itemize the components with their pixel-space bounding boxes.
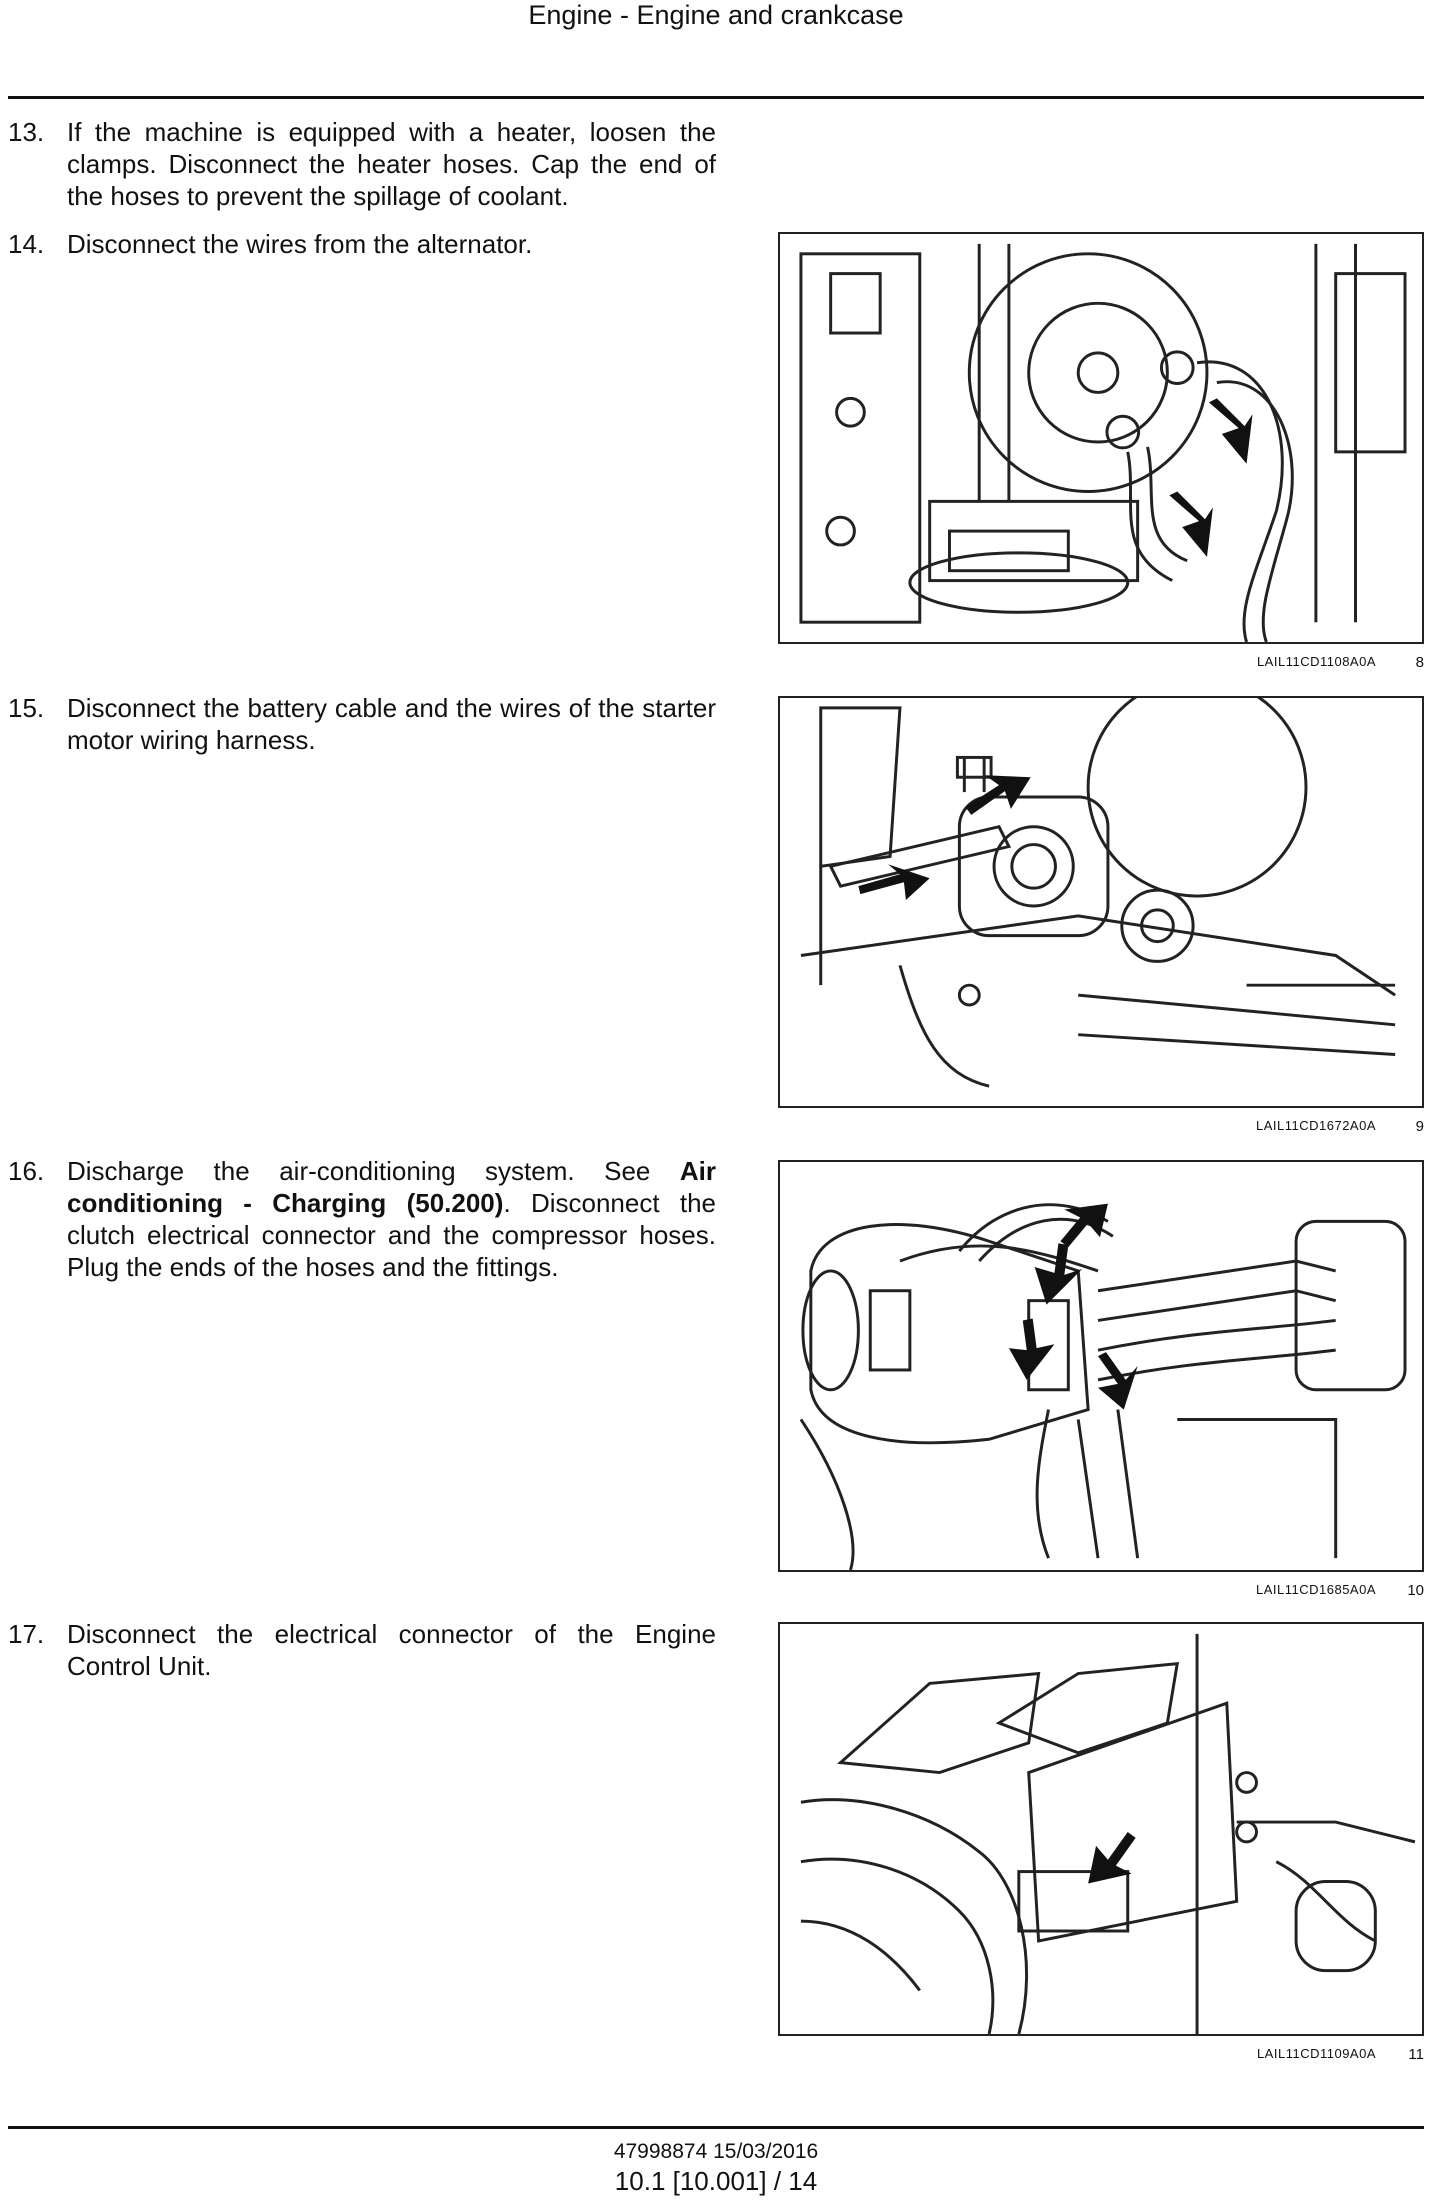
step-15: 15. Disconnect the battery cable and the… (8, 692, 716, 756)
figure-code: LAIL11CD1109A0A (1256, 2046, 1376, 2061)
step-number: 13. (8, 117, 45, 147)
figure-number: 9 (1415, 1118, 1424, 1135)
footer-doc-id: 47998874 15/03/2016 (613, 2140, 819, 2163)
footer-page-number: 10.1 [10.001] / 14 (614, 2166, 818, 2196)
figure-8 (778, 232, 1424, 644)
step-text: Disconnect the battery cable and the wir… (67, 693, 716, 755)
figure-code: LAIL11CD1672A0A (1255, 1118, 1376, 1133)
step-text: Discharge the air-conditioning system. S… (67, 1156, 716, 1282)
step-number: 15. (8, 693, 45, 723)
step-text: If the machine is equipped with a heater… (67, 117, 716, 211)
figure-number: 11 (1408, 2046, 1424, 2063)
step-17: 17. Disconnect the electrical connector … (8, 1618, 716, 1682)
figure-code: LAIL11CD1685A0A (1255, 1582, 1376, 1597)
figure-9 (778, 696, 1424, 1108)
figure-code: LAIL11CD1108A0A (1256, 654, 1376, 669)
figure-10 (778, 1160, 1424, 1572)
figure-number: 10 (1407, 1582, 1424, 1599)
starter-motor-illustration (800, 698, 1396, 1088)
step-number: 14. (8, 229, 45, 259)
footer-divider (8, 2126, 1424, 2129)
step-text: Disconnect the wires from the alternator… (67, 229, 533, 259)
header-divider (8, 96, 1424, 99)
cross-reference-link[interactable]: Air conditioning - Charging (50.200) (67, 1156, 716, 1218)
figure-11 (778, 1622, 1424, 2036)
step-number: 16. (8, 1156, 45, 1186)
step-16: 16. Discharge the air-conditioning syste… (8, 1155, 716, 1283)
step-text: Disconnect the electrical connector of t… (67, 1619, 716, 1681)
alternator-illustration (799, 243, 1407, 642)
page-header-title: Engine - Engine and crankcase (528, 0, 904, 30)
step-13: 13. If the machine is equipped with a he… (8, 116, 716, 212)
step-number: 17. (8, 1619, 45, 1649)
step-14: 14. Disconnect the wires from the altern… (8, 228, 716, 260)
ecu-connector-illustration (800, 1633, 1416, 2034)
compressor-illustration (799, 1203, 1407, 1570)
figure-number: 8 (1415, 654, 1424, 671)
